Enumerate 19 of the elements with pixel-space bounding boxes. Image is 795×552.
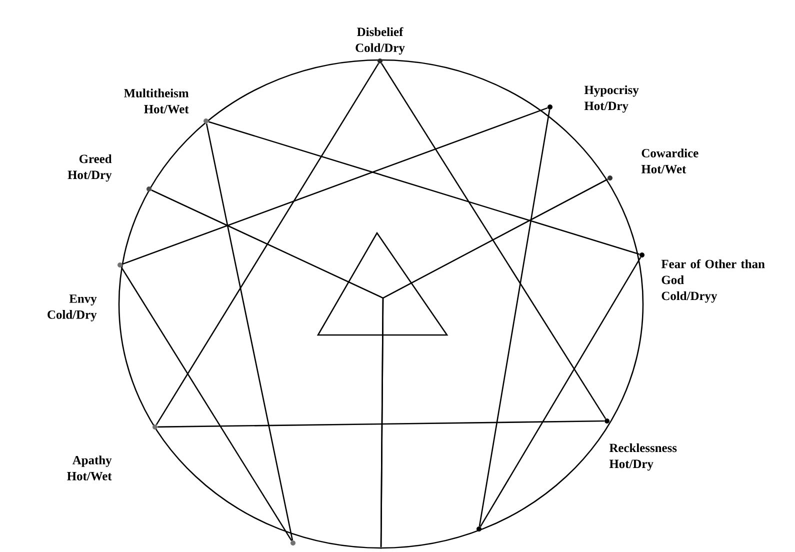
line [478, 110, 550, 526]
line [158, 420, 604, 428]
line [380, 178, 608, 548]
line [156, 62, 380, 426]
line [380, 62, 606, 420]
point-label: Recklessness Hot/Dry [609, 443, 677, 471]
line [206, 124, 294, 540]
point-label: Apathy Hot/Wet [67, 456, 112, 480]
point-label: Fear of Other than God Cold/Dryy [661, 259, 765, 303]
line [480, 256, 642, 527]
line [120, 266, 292, 542]
point-label: Envy Cold/Dry [48, 294, 97, 322]
point-label: Disbelief Cold/Dry [356, 27, 405, 55]
line [122, 107, 548, 265]
point-label: Multitheism Hot/Wet [124, 88, 189, 114]
line [208, 121, 640, 255]
point-label: Hypocrisy Hot/Dry [584, 85, 639, 113]
point-label: Cowardice Hot/Wet [641, 148, 698, 174]
point-label: Greed Hot/Dry [68, 154, 112, 182]
